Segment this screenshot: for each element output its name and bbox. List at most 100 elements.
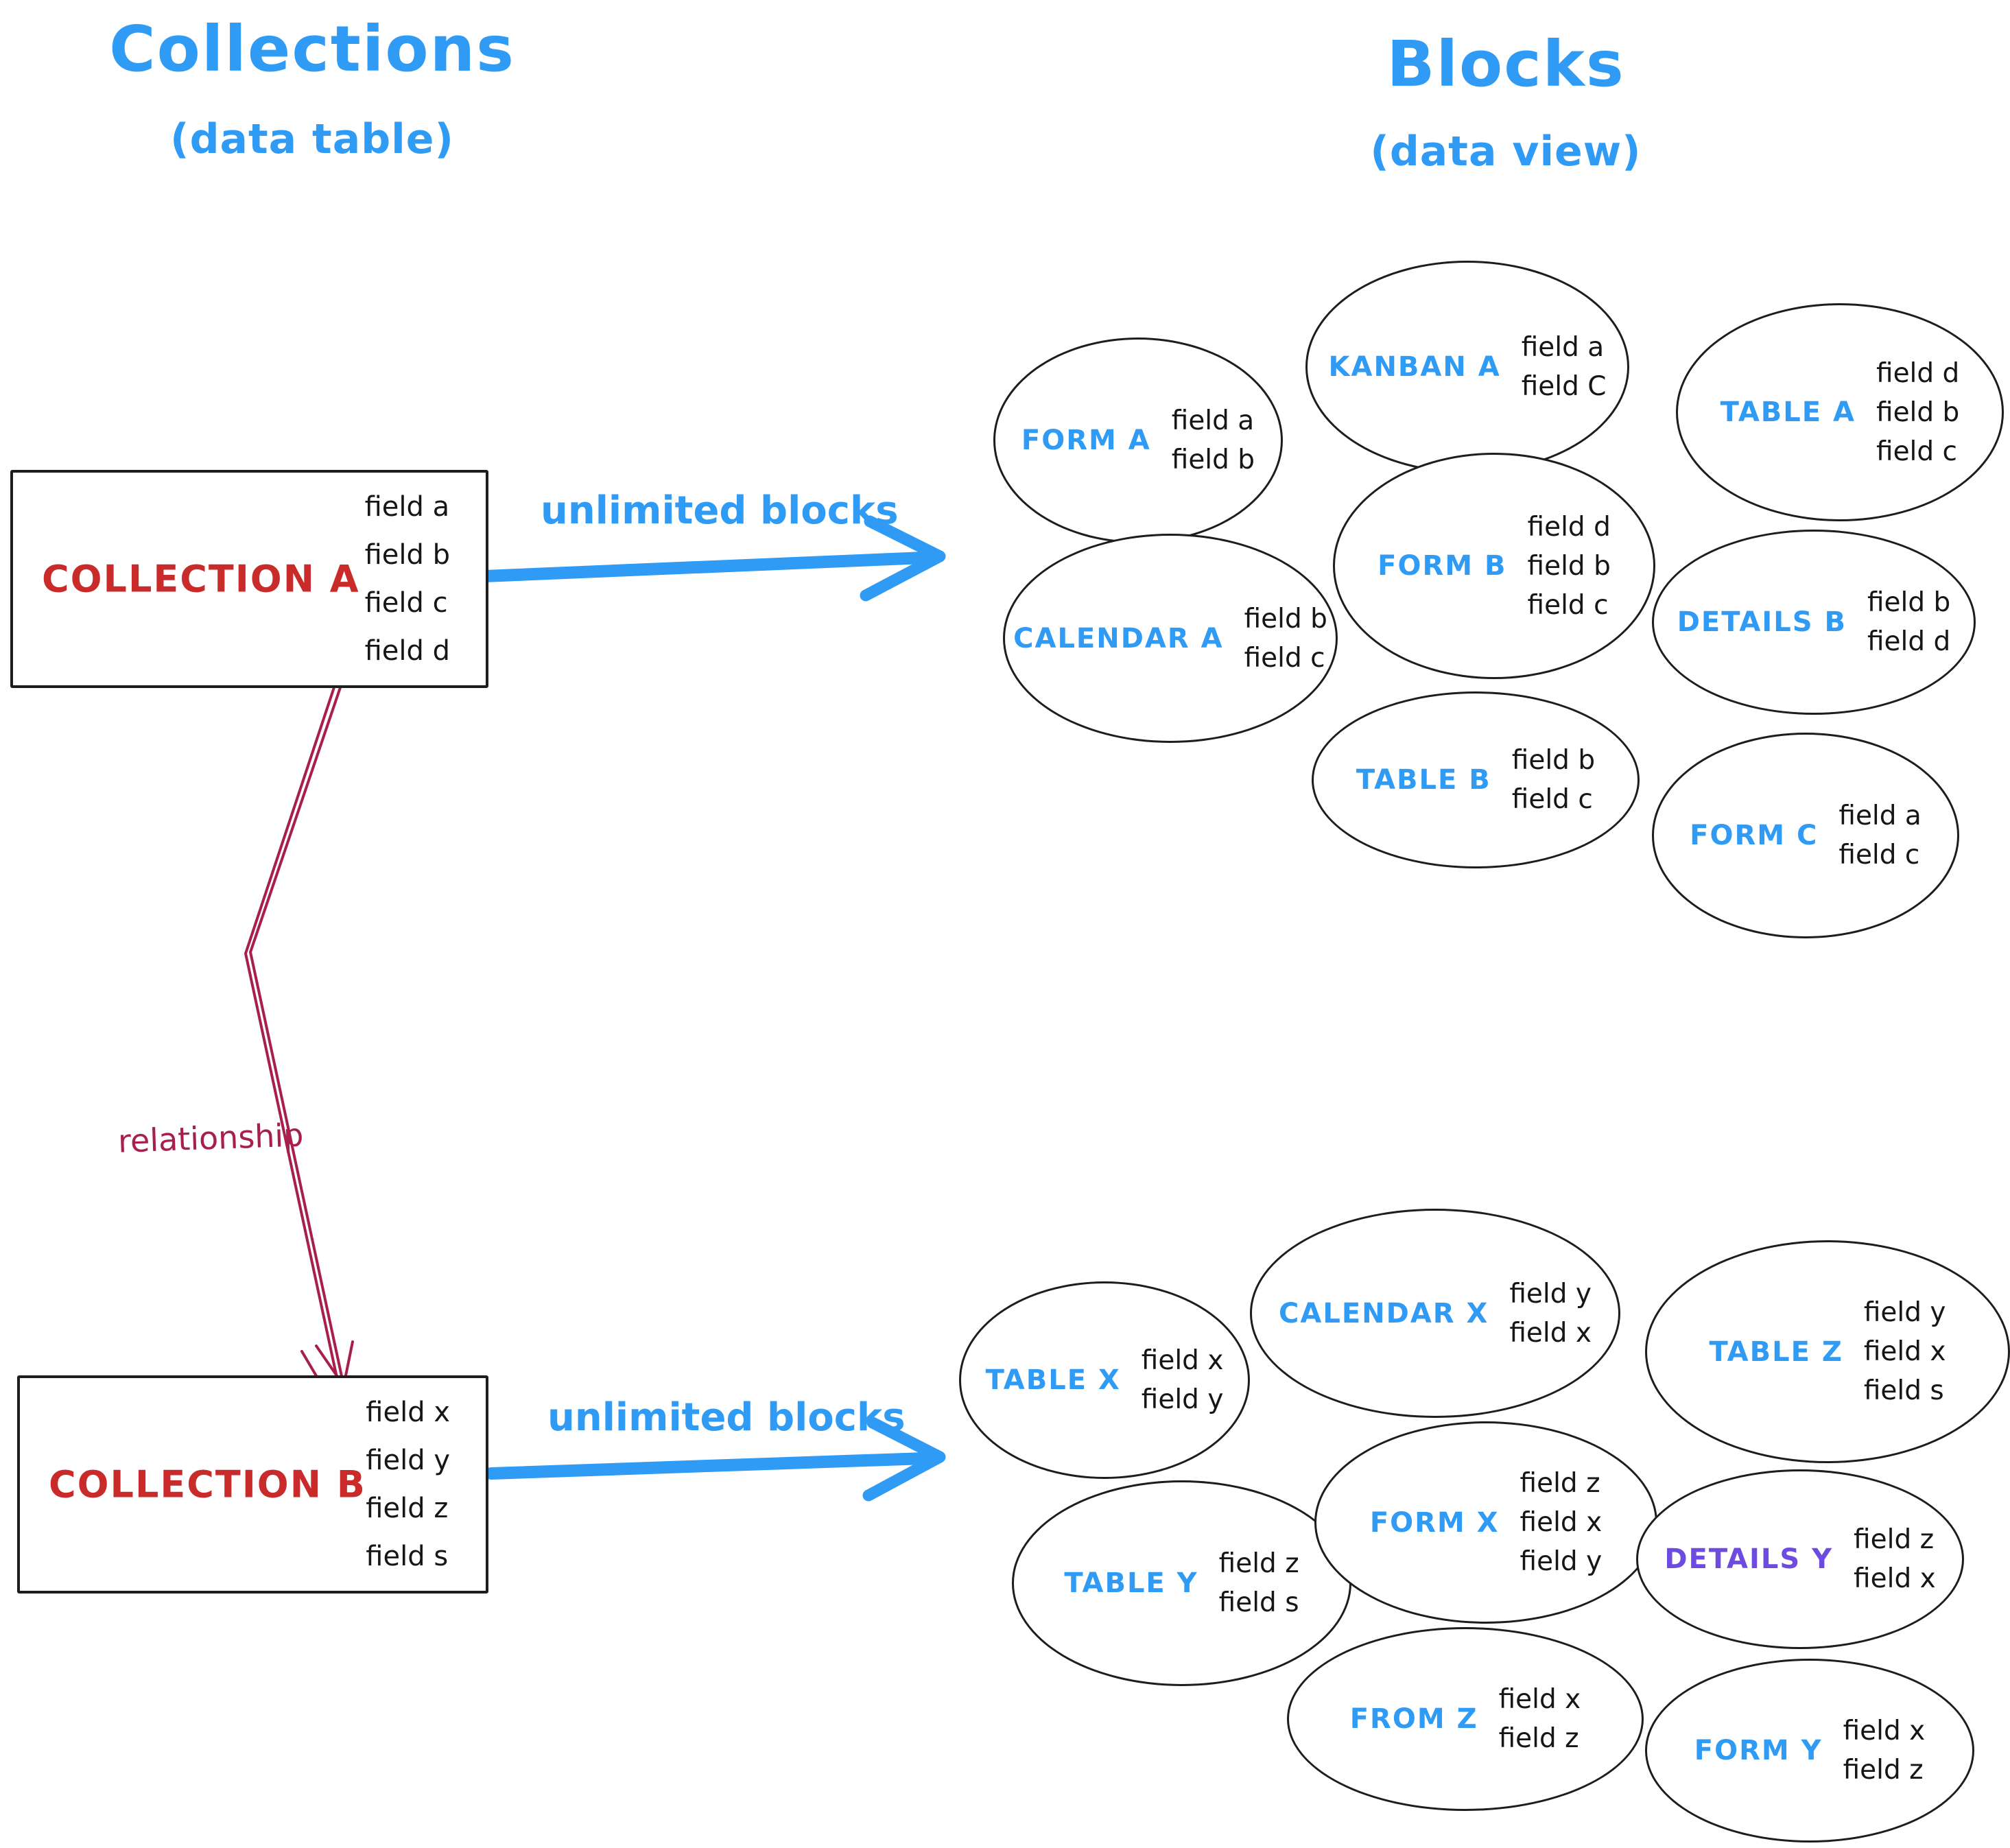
block-label: TABLE Z	[1709, 1336, 1843, 1368]
block-field: field c	[1876, 436, 1957, 467]
block-field: field b	[1171, 445, 1255, 475]
unlimited-blocks-label-top: unlimited blocks	[541, 488, 899, 533]
block-label: CALENDAR X	[1279, 1297, 1489, 1329]
relationship-line	[249, 664, 349, 1387]
block-field: field x	[1520, 1507, 1603, 1538]
block-label: DETAILS Y	[1664, 1543, 1834, 1575]
block-fields: field b field c	[1512, 745, 1595, 815]
collection-field: field y	[366, 1445, 450, 1476]
relationship-label: relationship	[117, 1116, 305, 1160]
block-field: field x	[1509, 1317, 1592, 1349]
block-field: field d	[1527, 511, 1611, 543]
block-field: field y	[1509, 1278, 1592, 1310]
collection-a-box: COLLECTION A field a field b field c fie…	[10, 470, 488, 688]
block-field: field s	[1218, 1587, 1299, 1618]
block-label: DETAILS B	[1677, 606, 1847, 638]
block-field: field x	[1863, 1336, 1946, 1367]
unlimited-blocks-label-bottom: unlimited blocks	[547, 1395, 906, 1440]
block-details-b: DETAILS B field b field d	[1652, 530, 1976, 715]
block-calendar-a: CALENDAR A field b field c	[1003, 534, 1338, 743]
block-calendar-x: CALENDAR X field y field x	[1250, 1209, 1620, 1418]
block-field: field b	[1244, 603, 1327, 635]
block-field: field c	[1527, 589, 1609, 621]
block-field: field x	[1141, 1345, 1224, 1376]
block-fields: field z field s	[1219, 1548, 1299, 1618]
block-field: field b	[1511, 745, 1596, 776]
block-form-x: FORM X field z field x field y	[1314, 1421, 1657, 1624]
block-fields: field d field b field c	[1876, 358, 1959, 467]
block-fields: field x field z	[1843, 1716, 1926, 1786]
block-field: field b	[1876, 396, 1960, 428]
block-fields: field x field z	[1499, 1684, 1581, 1754]
block-field: field y	[1863, 1297, 1946, 1328]
collection-field: field d	[364, 635, 450, 667]
relationship-line	[244, 661, 344, 1388]
block-fields: field b field d	[1867, 587, 1950, 657]
block-field: field a	[1838, 801, 1922, 831]
collection-title: COLLECTION B	[49, 1462, 366, 1506]
block-label: TABLE A	[1720, 396, 1856, 428]
collection-field: field c	[364, 587, 448, 619]
block-kanban-a: KANBAN A field a field C	[1305, 261, 1629, 473]
block-field: field y	[1520, 1546, 1603, 1577]
blocks-title: Blocks	[1386, 27, 1625, 101]
block-field: field z	[1520, 1468, 1600, 1499]
arrow-shaft	[478, 552, 931, 582]
block-field: field C	[1521, 371, 1607, 402]
block-label: FORM Y	[1694, 1735, 1823, 1766]
block-table-y: TABLE Y field z field s	[1012, 1480, 1351, 1686]
block-label: FORM A	[1021, 425, 1151, 456]
block-label: FROM Z	[1349, 1703, 1478, 1735]
block-fields: field d field b field c	[1528, 512, 1611, 621]
collection-title: COLLECTION A	[42, 557, 360, 601]
block-fields: field z field x field y	[1520, 1468, 1603, 1577]
block-label: TABLE X	[985, 1364, 1121, 1396]
block-field: field c	[1838, 840, 1920, 870]
block-fields: field a field c	[1838, 801, 1921, 870]
collection-field: field b	[364, 539, 450, 571]
block-field: field d	[1867, 626, 1951, 657]
block-field: field c	[1511, 784, 1593, 815]
block-field: field b	[1867, 587, 1951, 618]
block-table-x: TABLE X field x field y	[959, 1281, 1250, 1479]
block-form-y: FORM Y field x field z	[1645, 1659, 1974, 1843]
block-label: FORM C	[1690, 820, 1819, 851]
collection-field: field a	[364, 491, 450, 523]
block-fields: field x field y	[1142, 1345, 1224, 1415]
block-field: field z	[1498, 1723, 1579, 1754]
block-label: FORM X	[1369, 1506, 1500, 1539]
block-label: TABLE B	[1356, 764, 1491, 796]
collection-fields: field x field y field z field s	[366, 1397, 450, 1572]
block-field: field y	[1141, 1384, 1224, 1415]
blocks-subtitle: (data view)	[1370, 128, 1642, 176]
arrow-shaft	[485, 1452, 931, 1480]
collection-b-box: COLLECTION B field x field y field z fie…	[17, 1375, 488, 1594]
relationship-arrow	[244, 661, 354, 1391]
collection-field: field z	[366, 1493, 449, 1524]
collections-subtitle: (data table)	[170, 115, 454, 163]
block-field: field c	[1244, 642, 1325, 674]
block-table-a: TABLE A field d field b field c	[1676, 303, 2004, 521]
collection-field: field x	[366, 1397, 450, 1428]
block-field: field x	[1854, 1563, 1936, 1594]
block-form-c: FORM C field a field c	[1652, 733, 1959, 938]
block-form-a: FORM A field a field b	[993, 337, 1283, 543]
block-label: CALENDAR A	[1013, 622, 1224, 654]
block-form-b: FORM B field d field b field c	[1333, 453, 1655, 679]
block-label: TABLE Y	[1064, 1567, 1198, 1599]
block-field: field z	[1218, 1548, 1299, 1579]
collections-title: Collections	[109, 12, 515, 86]
block-table-b: TABLE B field b field c	[1312, 691, 1640, 868]
collection-field: field s	[366, 1541, 449, 1572]
block-field: field a	[1171, 405, 1255, 436]
block-field: field x	[1498, 1684, 1581, 1715]
block-fields: field y field x field s	[1864, 1297, 1946, 1406]
block-fields: field z field x	[1854, 1524, 1936, 1594]
block-field: field s	[1863, 1375, 1944, 1406]
block-fields: field a field b	[1172, 405, 1255, 475]
collection-fields: field a field b field c field d	[365, 491, 450, 667]
block-fields: field a field C	[1522, 332, 1607, 402]
block-field: field x	[1843, 1716, 1926, 1746]
block-fields: field y field x	[1509, 1279, 1592, 1349]
